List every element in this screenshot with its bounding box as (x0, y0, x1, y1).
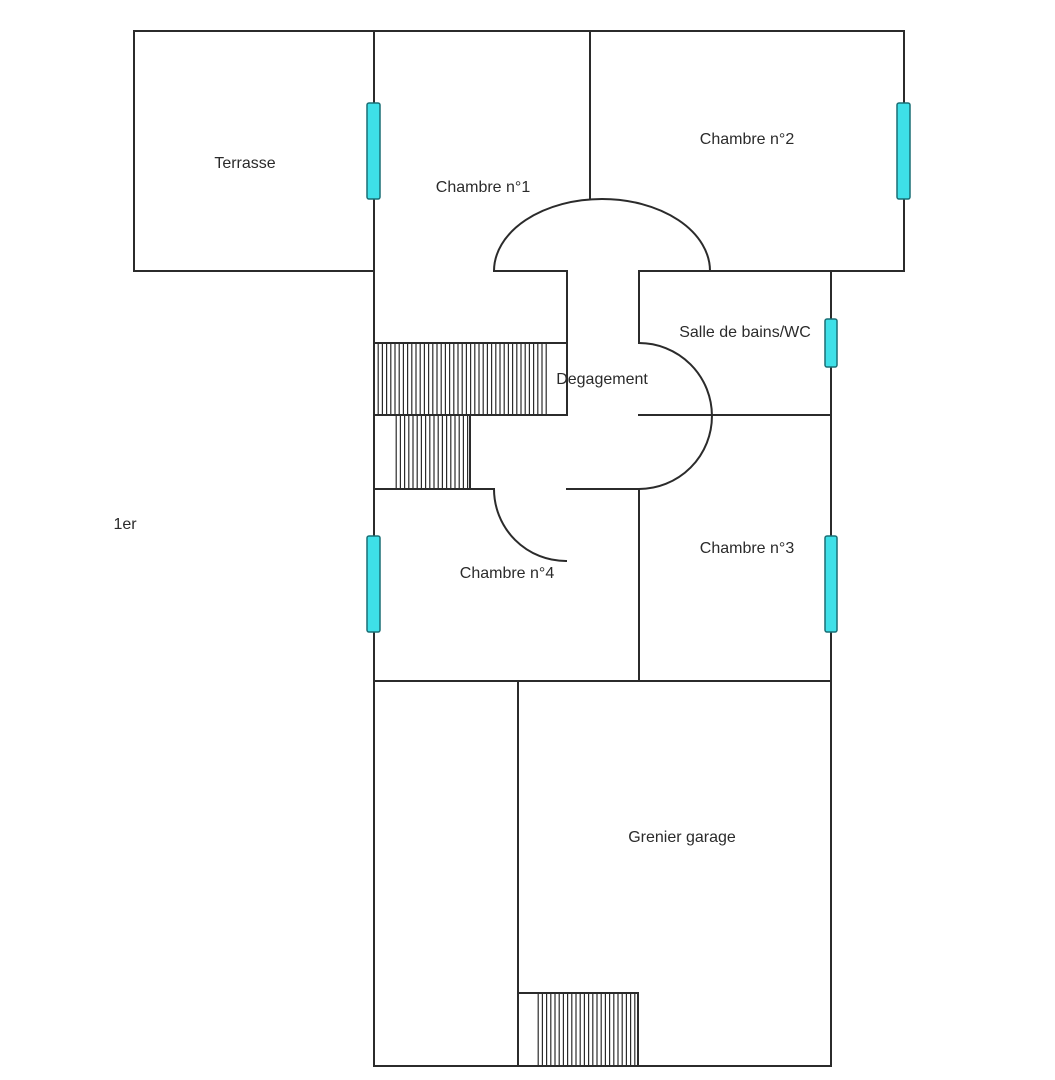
door-swings (492, 198, 713, 563)
wall-terrasse (133, 30, 375, 272)
door-arc-chambre1 (492, 198, 712, 273)
window-chambre2 (896, 102, 911, 200)
label-grenier-garage: Grenier garage (628, 829, 736, 846)
door-arc-right (637, 341, 713, 491)
window-chambre4 (366, 535, 381, 633)
stairs-middle (373, 414, 471, 490)
label-chambre2: Chambre n°2 (700, 131, 795, 148)
label-chambre4: Chambre n°4 (460, 565, 555, 582)
door-arc-chambre4 (492, 487, 568, 563)
label-chambre3: Chambre n°3 (700, 540, 795, 557)
label-chambre1: Chambre n°1 (436, 179, 531, 196)
window-chambre3 (824, 535, 838, 633)
stair-flight-grenier (517, 992, 639, 1067)
wall-ch1-bottom (493, 270, 568, 344)
level-label: 1er (113, 516, 137, 533)
window-salle-de-bains (824, 318, 838, 368)
label-degagement: Degagement (556, 371, 648, 388)
label-terrasse: Terrasse (214, 155, 275, 172)
windows (366, 102, 911, 633)
wall-top-right (373, 30, 905, 272)
stairs-upper (373, 342, 568, 416)
window-terrasse-chambre1 (366, 102, 381, 200)
room-labels: Terrasse Chambre n°1 Chambre n°2 Salle d… (113, 131, 810, 846)
stairs-grenier (517, 992, 639, 1067)
label-salle-de-bains: Salle de bains/WC (679, 324, 811, 341)
